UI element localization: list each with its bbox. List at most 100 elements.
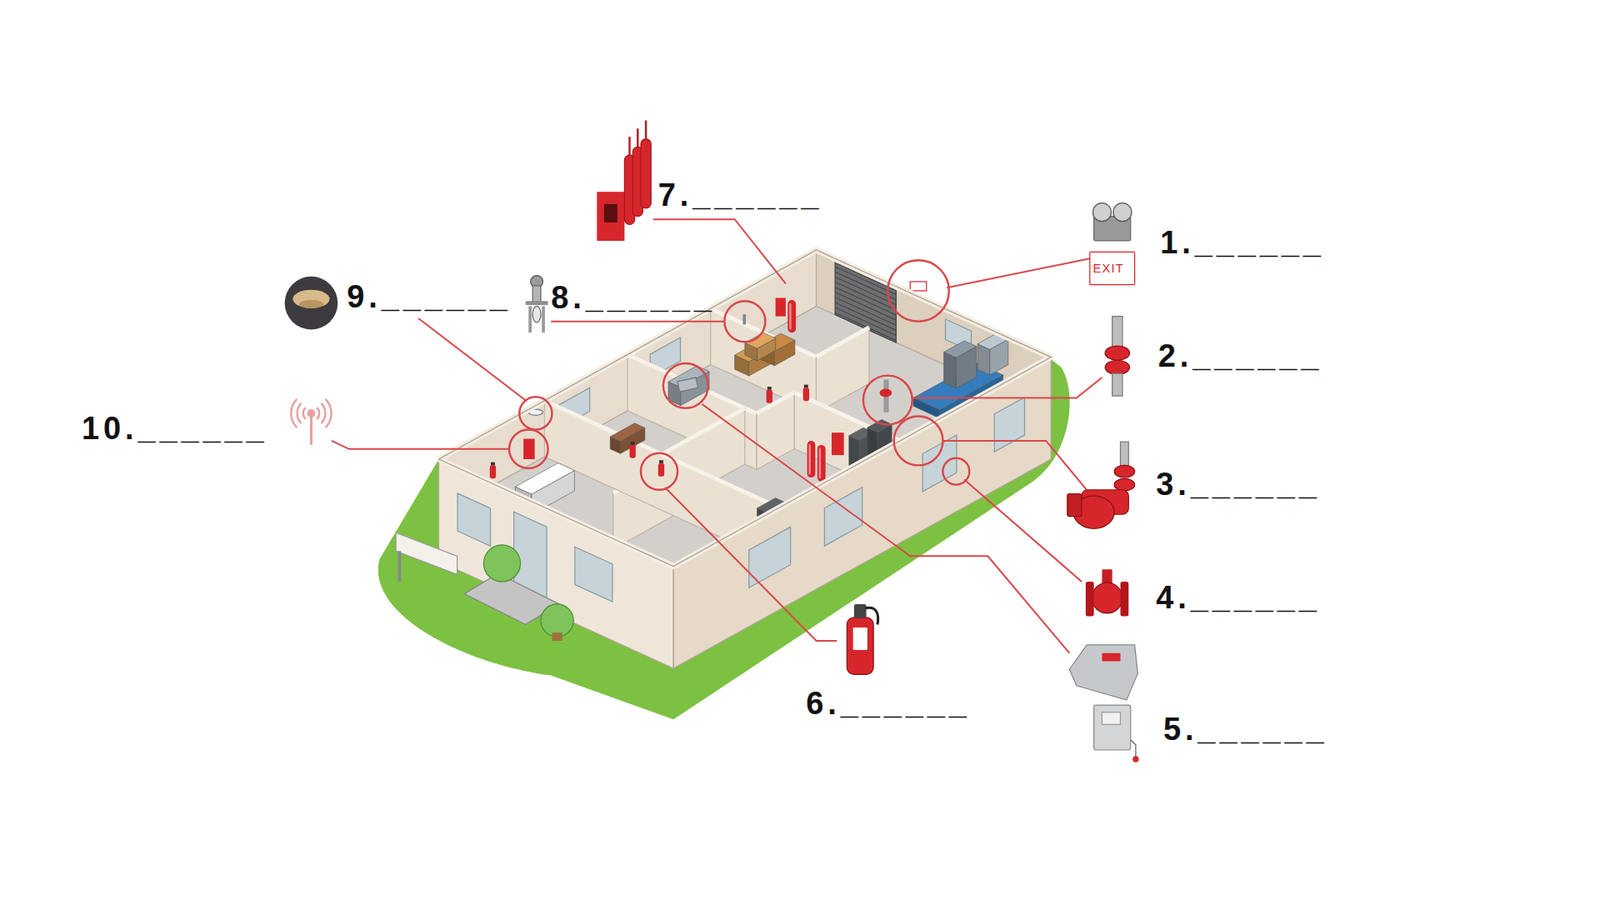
beacon-light: [307, 409, 316, 418]
extinguisher-mini-head: [804, 385, 809, 389]
callout-label: 1.______: [1160, 224, 1325, 261]
valve-flange: [1085, 581, 1095, 617]
leader-line: [418, 318, 527, 401]
valve-body: [1091, 582, 1123, 614]
detector-vent: [299, 300, 324, 309]
pump-inlet: [1067, 494, 1082, 517]
sprinkler-deflector: [525, 300, 549, 305]
pull-cable: [1130, 740, 1136, 758]
callout-circle: [509, 430, 549, 470]
callout-label: 7.______: [658, 177, 824, 215]
pipe-fitting: [1105, 345, 1130, 360]
riser-valve: [880, 389, 893, 398]
leader-line: [653, 219, 786, 284]
office-desk: [610, 423, 645, 442]
tank-stem: [636, 128, 639, 147]
detector-face: [292, 290, 330, 309]
wall-top: [661, 408, 745, 455]
window: [457, 493, 490, 546]
suppression-tank: [787, 300, 796, 333]
signal-wave: [290, 399, 297, 428]
wall-top: [439, 250, 1052, 567]
extinguisher-mini-head: [659, 460, 664, 464]
suppression-tank-shine: [819, 448, 821, 480]
hood-mini: [677, 377, 698, 392]
callout-label: 4.______: [1155, 580, 1321, 617]
wall-top: [627, 355, 757, 415]
planter: [551, 632, 562, 641]
wall-top: [756, 392, 795, 414]
extinguisher-mini: [766, 390, 773, 404]
suppression-tank-shine: [789, 303, 791, 330]
window: [994, 397, 1025, 452]
machine: [944, 340, 977, 358]
bush: [540, 604, 574, 637]
smoke-detector-icon: [285, 276, 339, 330]
control-box-window: [1101, 712, 1120, 725]
exit-sign-mini: [910, 281, 927, 291]
callout-label: 2.______: [1158, 337, 1324, 375]
leader-line: [942, 440, 1087, 490]
server-rack: [867, 420, 892, 433]
pipe-fitting: [1105, 360, 1130, 375]
pull-handle: [1132, 755, 1139, 762]
yard-sign: [395, 532, 457, 575]
callout-label: 10.______: [81, 410, 269, 447]
callout-label: 3.______: [1155, 466, 1321, 504]
signal-wave: [303, 407, 306, 420]
alarm-panel: [523, 439, 535, 460]
extinguisher-mini: [490, 465, 496, 479]
callout-circle: [663, 363, 709, 409]
callout-markers: [331, 219, 1102, 653]
sprinkler-frame: [541, 305, 545, 333]
sign-post: [398, 550, 402, 582]
valve-flange: [1120, 581, 1129, 617]
sprinkler-stem: [532, 285, 541, 303]
panel-icon: [596, 191, 625, 241]
valve-stem: [1101, 569, 1112, 584]
callout-label: 5.______: [1163, 710, 1329, 748]
pipe-icon: [1112, 373, 1123, 396]
extinguisher-valve: [854, 604, 867, 619]
wall-outline: [439, 250, 1052, 567]
tank-stem: [628, 136, 630, 155]
extinguisher-mini: [803, 387, 810, 401]
callout-label: 9.______: [346, 278, 512, 315]
sprinkler-bulb: [532, 305, 541, 323]
tank-stem: [645, 120, 647, 139]
hood-nozzle: [1101, 653, 1120, 662]
callout-circle: [863, 375, 913, 425]
leader-line: [331, 440, 510, 450]
sprinkler-frame: [528, 305, 532, 333]
leader-line: [946, 258, 1092, 289]
beacon-icon: [290, 399, 331, 445]
exit-sign: [1090, 251, 1135, 285]
window: [575, 546, 613, 602]
control-box: [1094, 705, 1131, 750]
suppression-tank: [817, 445, 826, 482]
interior-wall: [815, 327, 869, 413]
extinguisher-mini: [658, 463, 665, 477]
emergency-lamp: [1092, 203, 1111, 222]
callout-circle: [887, 260, 949, 321]
extinguisher-label: [853, 627, 868, 650]
wall-top: [815, 327, 869, 357]
machine: [944, 351, 957, 388]
callout-circle: [640, 453, 678, 490]
control-panel: [831, 432, 845, 455]
tank-icon: [640, 139, 651, 209]
pipe-fitting: [1114, 465, 1135, 478]
leader-line: [701, 404, 1070, 654]
suppression-tank: [807, 440, 816, 478]
callout-circle: [724, 300, 765, 342]
equipment-icons: [285, 120, 1140, 762]
extinguisher-mini-head: [767, 386, 772, 390]
hood-icon: [1069, 645, 1138, 700]
extinguisher-mini: [630, 445, 636, 459]
panel-window: [604, 204, 618, 223]
extinguisher-mini-head: [490, 462, 495, 466]
callout-label: 6.______: [805, 685, 971, 723]
sign-text: EXIT: [1092, 260, 1125, 275]
